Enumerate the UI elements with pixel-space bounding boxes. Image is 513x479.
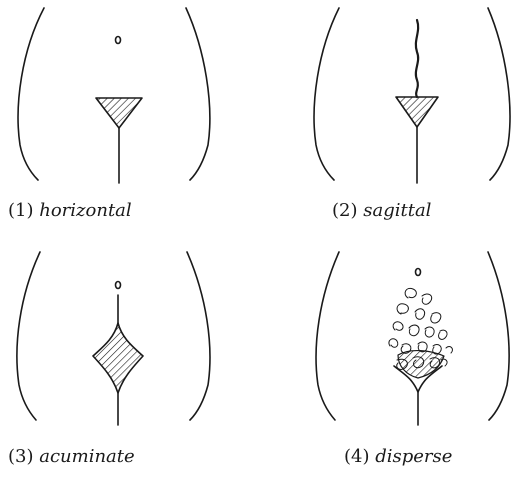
left-hip-outline [316, 252, 339, 420]
hair-triangle [96, 98, 142, 128]
caption-number: (3) [8, 446, 34, 467]
hair-diamond [93, 323, 143, 393]
right-hip-outline [488, 8, 510, 180]
navel [116, 282, 121, 289]
caption-label: horizontal [39, 200, 131, 221]
left-hip-outline [17, 252, 40, 420]
right-hip-outline [186, 8, 210, 180]
caption-acuminate: (3) acuminate [8, 446, 135, 467]
left-hip-outline [314, 8, 339, 180]
caption-number: (4) [344, 446, 370, 467]
right-hip-outline [187, 252, 210, 420]
navel [416, 269, 421, 276]
panel-sagittal [314, 8, 510, 183]
caption-sagittal: (2) sagittal [332, 200, 431, 221]
hair-triangle [396, 97, 438, 127]
caption-number: (1) [8, 200, 34, 221]
caption-label: acuminate [39, 446, 134, 467]
panel-disperse [316, 252, 509, 425]
left-hip-outline [18, 8, 44, 180]
caption-horizontal: (1) horizontal [8, 200, 132, 221]
panel-horizontal [18, 8, 210, 183]
caption-disperse: (4) disperse [344, 446, 452, 467]
caption-label: disperse [375, 446, 452, 467]
panel-acuminate [17, 252, 210, 425]
caption-number: (2) [332, 200, 358, 221]
caption-label: sagittal [363, 200, 431, 221]
sagittal-hair-line [416, 20, 418, 97]
right-hip-outline [488, 252, 509, 420]
navel [116, 37, 121, 44]
